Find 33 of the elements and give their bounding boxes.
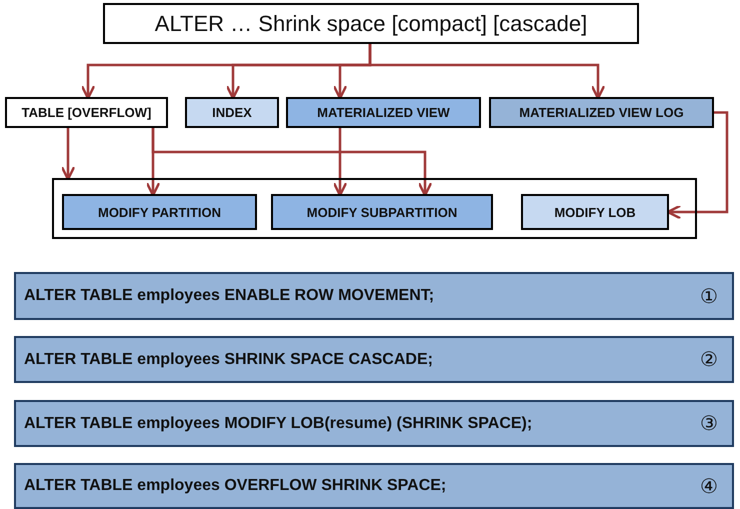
category-box — [5, 97, 168, 128]
arrow — [332, 128, 348, 196]
category-box — [286, 97, 481, 128]
category-box — [185, 97, 279, 128]
node-label: ALTER TABLE employees ENABLE ROW MOVEMENT; — [24, 287, 434, 305]
step-number: ① — [700, 284, 718, 308]
arrow — [152, 128, 432, 196]
node-label: INDEX — [212, 105, 252, 120]
node-label: MATERIALIZED VIEW — [317, 105, 450, 120]
command-bar — [14, 272, 734, 320]
node-label: MODIFY LOB — [554, 204, 636, 220]
node-label: MATERIALIZED VIEW LOG — [519, 105, 684, 120]
node-label: ALTER TABLE employees MODIFY LOB(resume) (SHRINK SPACE); — [24, 414, 532, 432]
option-box — [62, 194, 257, 230]
command-bar — [14, 463, 734, 509]
node-label: ALTER … Shrink space [compact] [cascade] — [154, 10, 588, 36]
option-box — [271, 194, 493, 230]
step-number: ④ — [700, 474, 718, 498]
node-label: MODIFY SUBPARTITION — [306, 204, 458, 220]
command-bar — [14, 400, 734, 447]
node-label: ALTER TABLE employees SHRINK SPACE CASCADE; — [24, 350, 433, 368]
step-number: ③ — [700, 412, 718, 436]
arrow — [60, 128, 76, 180]
top-heading-box — [103, 3, 639, 44]
step-number: ② — [700, 348, 718, 372]
node-label: MODIFY PARTITION — [98, 204, 222, 220]
category-box — [489, 97, 714, 128]
option-box — [521, 194, 669, 230]
node-label: ALTER TABLE employees OVERFLOW SHRINK SPACE; — [24, 477, 446, 495]
group-box — [52, 178, 697, 239]
arrow — [368, 44, 606, 100]
node-label: TABLE [OVERFLOW] — [22, 105, 152, 120]
command-bar — [14, 336, 734, 383]
